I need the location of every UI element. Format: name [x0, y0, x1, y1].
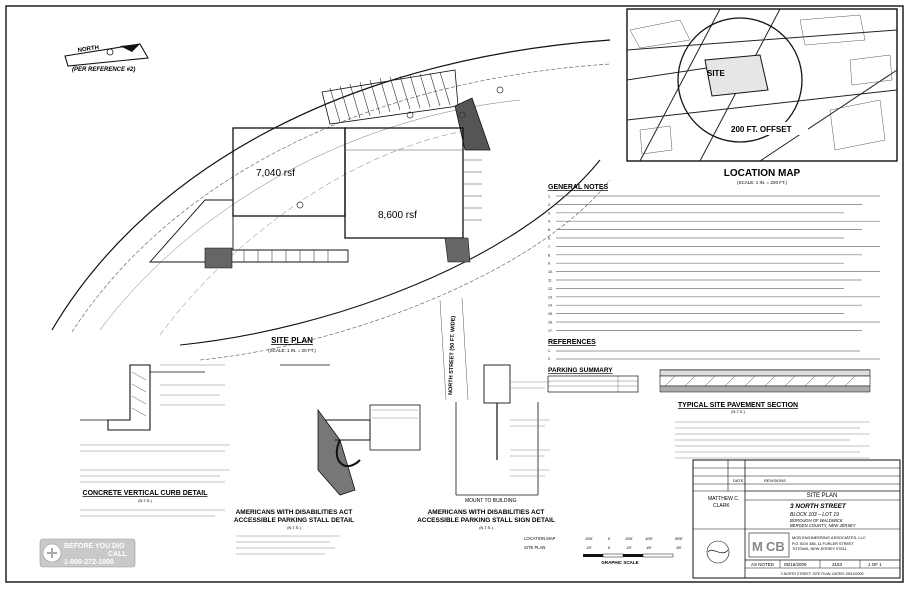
graphic-scales: LOCATION MAP SITE PLAN 200' 0 200' 400' 800'…	[524, 536, 683, 565]
call-before-dig-phone: 1-800-272-1000	[64, 559, 114, 566]
title-block-date-header: DATE	[733, 478, 744, 483]
general-note-number: 7.	[548, 245, 551, 249]
ada-sign-title-line1: AMERICANS WITH DISABILITIES ACT	[428, 509, 545, 516]
call-before-you-dig: BEFORE YOU DIG CALL 1-800-272-1000	[39, 538, 136, 568]
general-note-number: 12.	[548, 287, 553, 291]
graphic-scale-tick: 200'	[584, 536, 593, 541]
references: REFERENCES 1. 2.	[548, 339, 880, 361]
title-block-project-line1: 3 NORTH STREET	[790, 503, 847, 510]
title-block-date-value: 05/15/2009	[784, 562, 807, 567]
graphic-scale-tick: 80'	[676, 545, 681, 550]
graphic-scale-tick: 20'	[625, 545, 631, 550]
general-notes: GENERAL NOTES 1. 2. 3. 4. 5. 6. 7. 8. 9. 10. 11. 12…	[548, 184, 880, 333]
graphic-scale-tick: 40'	[646, 545, 651, 550]
title-block: DATE REVISIONS MATTHEW C. CLARK SITE PLA…	[692, 459, 901, 579]
north-arrow-label: NORTH	[77, 45, 99, 54]
location-map: SITE 200 FT. OFFSET LOCATION MAP (SCALE:…	[626, 8, 898, 185]
svg-text:1.: 1.	[548, 349, 551, 353]
pavement-section: TYPICAL SITE PAVEMENT SECTION (N.T.S.)	[659, 369, 871, 459]
general-note-number: 6.	[548, 237, 551, 241]
curb-detail: CONCRETE VERTICAL CURB DETAIL (N.T.S.)	[80, 364, 230, 517]
general-note-number: 2.	[548, 203, 551, 207]
graphic-scale-tick: 0	[608, 545, 611, 550]
north-arrow: NORTH (PER REFERENCE #2)	[64, 43, 149, 73]
curb-detail-scale: (N.T.S.)	[138, 498, 152, 503]
pavement-section-title: TYPICAL SITE PAVEMENT SECTION	[678, 402, 798, 409]
general-note-number: 4.	[548, 220, 551, 224]
graphic-scale-tick: 0	[608, 536, 611, 541]
ada-stall-title-line2: ACCESSIBLE PARKING STALL DETAIL	[234, 517, 354, 524]
location-map-title: LOCATION MAP	[724, 168, 801, 179]
title-block-engineer-name2: CLARK	[713, 503, 730, 509]
title-block-project-line3: BOROUGH OF WALDWICK	[790, 518, 843, 523]
graphic-scale-lm-label: LOCATION MAP	[524, 536, 556, 541]
curb-detail-title: CONCRETE VERTICAL CURB DETAIL	[83, 490, 209, 497]
title-block-drawing-title: SITE PLAN	[807, 493, 838, 499]
building-b	[344, 127, 464, 239]
firm-logo	[748, 532, 790, 558]
graphic-scale-tick: 400'	[645, 536, 653, 541]
general-note-number: 17.	[548, 329, 553, 333]
title-block-sheet-no: 1 OF 1	[868, 562, 882, 567]
street-label: NORTH STREET (50 FT. WIDE)	[448, 316, 457, 395]
title-block-firm-city: TOTOWA, NEW JERSEY 07511	[792, 547, 846, 551]
graphic-scale-tick: 200'	[624, 536, 633, 541]
title-block-project-line2: BLOCK 103 – LOT 19	[790, 512, 839, 518]
general-note-number: 3.	[548, 211, 551, 215]
general-note-number: 14.	[548, 304, 553, 308]
title-block-job-no: 3153	[832, 562, 843, 567]
title-block-file-ref: 3 NORTH STREET: SITE PLAN; DATED: 05/15/…	[781, 572, 864, 576]
ada-sign-scale: (N.T.S.)	[479, 525, 493, 530]
graphic-scale-tick: 800'	[675, 536, 683, 541]
location-map-scale: (SCALE: 1 IN. = 200 FT.)	[737, 180, 787, 185]
pavement-section-scale: (N.T.S.)	[731, 409, 745, 414]
title-block-project-line4: BERGEN COUNTY, NEW JERSEY	[790, 523, 857, 528]
general-note-number: 5.	[548, 228, 551, 232]
general-note-number: 9.	[548, 262, 551, 266]
title-block-firm-name: MCB ENGINEERING ASSOCIATES, LLC	[792, 535, 866, 540]
ada-sign-detail: MOUNT TO BUILDING AMERICANS WITH DISABIL…	[417, 364, 555, 530]
references-heading: REFERENCES	[548, 339, 596, 346]
sheet-border	[5, 5, 904, 583]
title-block-revisions-header: REVISIONS	[764, 478, 786, 483]
ada-stall-detail: AMERICANS WITH DISABILITIES ACT ACCESSIB…	[234, 364, 421, 555]
call-before-dig-line2: CALL	[108, 551, 127, 558]
general-notes-heading: GENERAL NOTES	[548, 184, 608, 191]
ada-stall-scale: (N.T.S.)	[287, 525, 301, 530]
site-plan-title: SITE PLAN	[271, 336, 313, 345]
svg-text:M: M	[752, 539, 763, 554]
ada-stall-title-line1: AMERICANS WITH DISABILITIES ACT	[236, 509, 353, 516]
title-block-scale-value: AS NOTED	[751, 562, 775, 567]
general-note-number: 8.	[548, 253, 551, 257]
ada-sign-title-line2: ACCESSIBLE PARKING STALL SIGN DETAIL	[417, 517, 555, 524]
title-block-firm-address: P.O. BOX 386, 11 FURLER STREET	[792, 542, 855, 546]
general-note-number: 16.	[548, 321, 553, 325]
general-note-number: 10.	[548, 270, 553, 274]
location-map-offset-label: 200 FT. OFFSET	[731, 125, 792, 134]
building-b-area: 8,600 rsf	[378, 210, 417, 221]
graphic-scale-caption: GRAPHIC SCALE	[601, 560, 638, 565]
parking-summary-heading: PARKING SUMMARY	[548, 367, 613, 374]
title-block-engineer-name: MATTHEW C.	[708, 496, 739, 502]
general-note-number: 13.	[548, 295, 553, 299]
parking-summary: PARKING SUMMARY	[547, 367, 639, 393]
location-map-site-label: SITE	[707, 69, 725, 78]
graphic-scale-tick: 20'	[585, 545, 591, 550]
call-before-dig-line1: BEFORE YOU DIG	[64, 543, 125, 550]
graphic-scale-sp-label: SITE PLAN	[524, 545, 545, 550]
site-plan: 7,040 rsf 8,600 rsf NORTH STREET (50 FT.…	[51, 39, 611, 401]
general-note-number: 11.	[548, 279, 553, 283]
svg-text:CB: CB	[766, 539, 785, 554]
svg-text:2.: 2.	[548, 357, 551, 361]
general-note-number: 1.	[548, 195, 551, 199]
site-plan-scale: (SCALE: 1 IN. = 20 FT.)	[268, 348, 316, 353]
general-note-number: 15.	[548, 312, 553, 316]
ada-sign-mount-label: MOUNT TO BUILDING	[465, 498, 517, 504]
building-a-area: 7,040 rsf	[256, 168, 295, 179]
north-arrow-reference: (PER REFERENCE #2)	[72, 67, 135, 73]
